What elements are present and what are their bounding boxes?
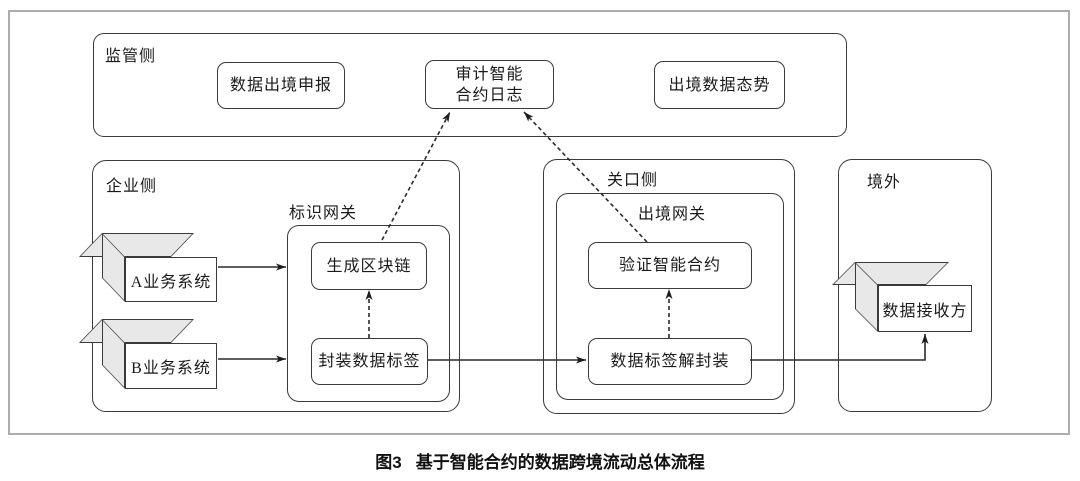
node-pack-data-label: 封装数据标签	[311, 338, 428, 385]
system-b-label: B业务系统	[125, 343, 217, 389]
exit-gateway-label: 出境网关	[638, 206, 707, 223]
region-enterprise-label: 企业侧	[106, 178, 158, 195]
identity-gateway-label: 标识网关	[289, 205, 358, 222]
node-data-exit-declaration: 数据出境申报	[217, 62, 345, 109]
region-checkpoint-label: 关口侧	[607, 172, 659, 189]
figure-caption-text: 基于智能合约的数据跨境流动总体流程	[415, 453, 705, 472]
figure-caption-number: 图3	[375, 453, 402, 472]
node-unpack-data-label: 数据标签解封装	[588, 338, 752, 385]
figure-caption: 图3 基于智能合约的数据跨境流动总体流程	[0, 448, 1080, 473]
region-regulator-label: 监管侧	[105, 48, 157, 65]
node-audit-smart-contract-log: 审计智能 合约日志	[425, 60, 554, 109]
node-verify-smart-contract: 验证智能合约	[588, 242, 752, 289]
node-exit-data-situation: 出境数据态势	[654, 61, 785, 109]
node-generate-blockchain: 生成区块链	[311, 242, 427, 290]
system-a-label: A业务系统	[125, 257, 217, 302]
region-overseas-label: 境外	[867, 174, 902, 191]
data-receiver-label: 数据接收方	[878, 285, 972, 332]
